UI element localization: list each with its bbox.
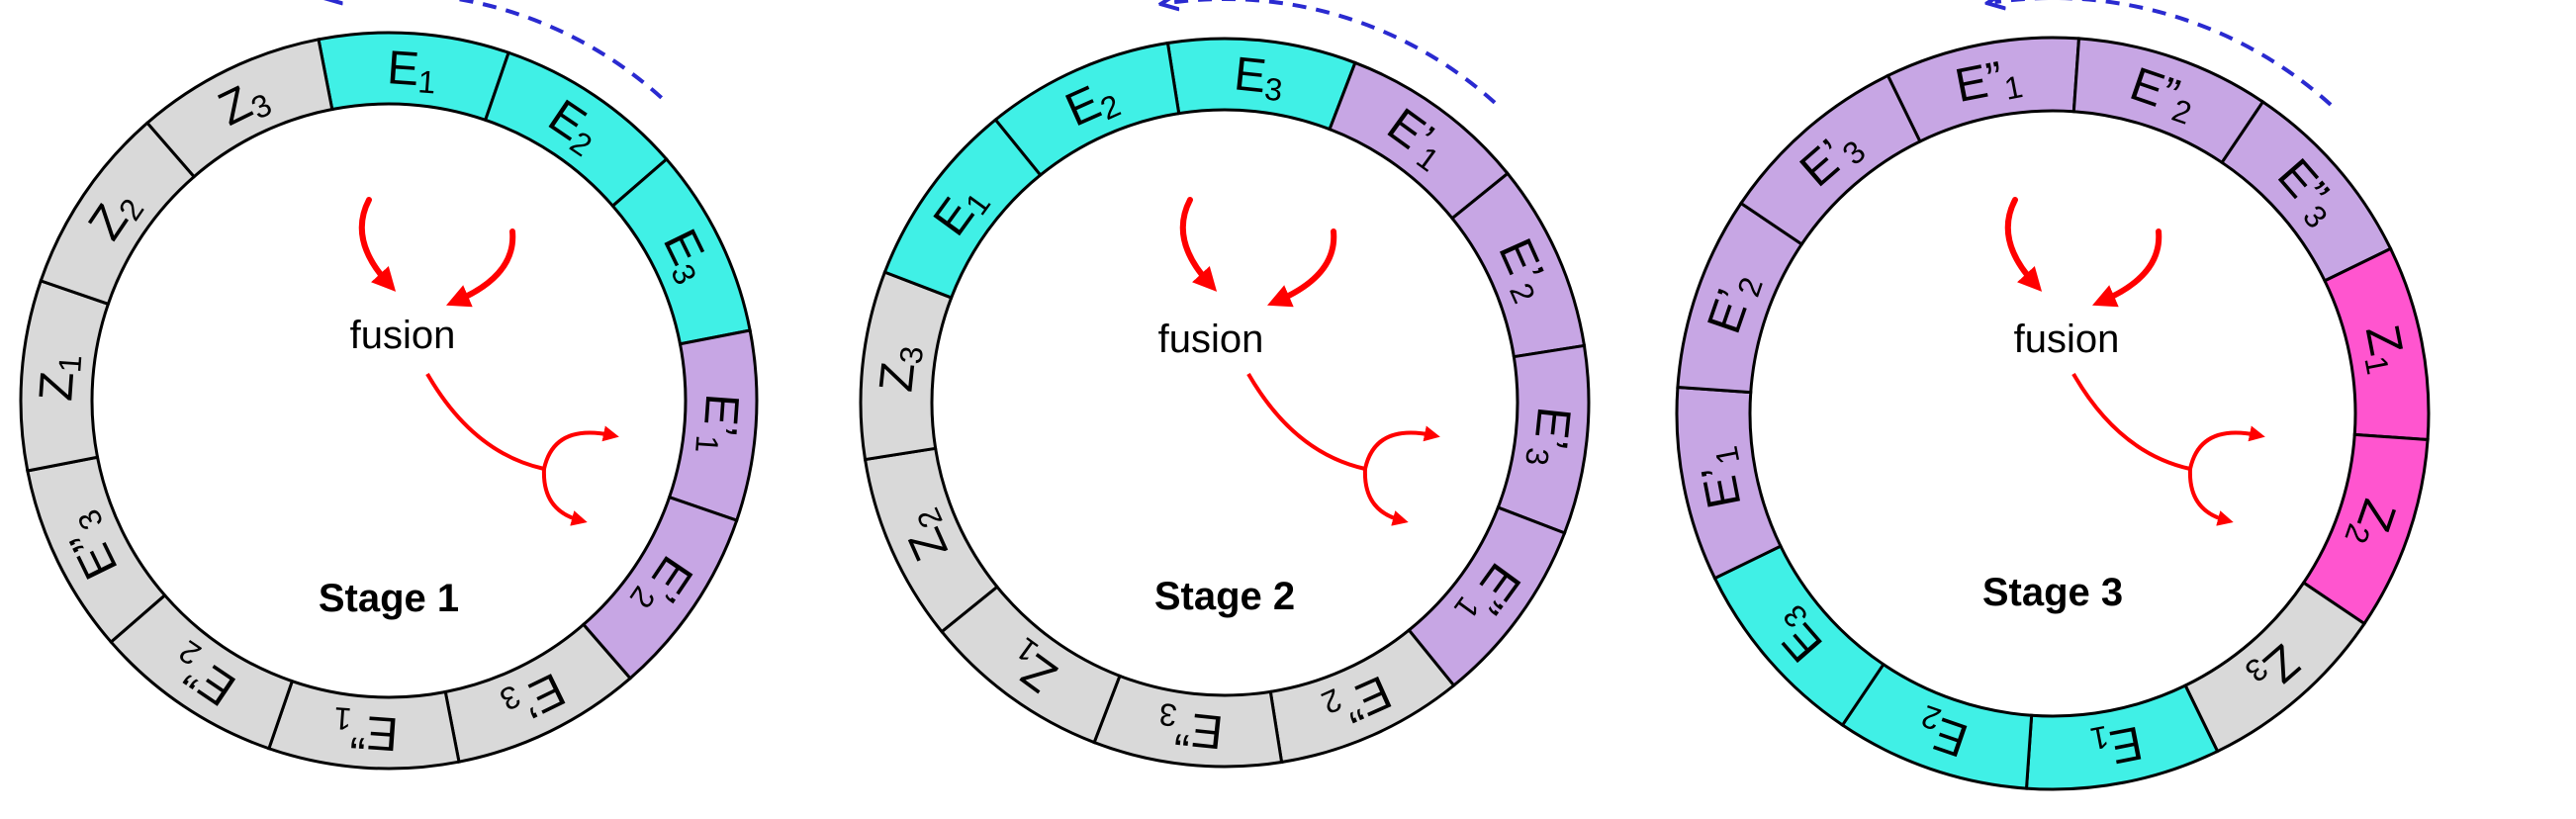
segment-label: E’3 — [1518, 404, 1581, 469]
segment-label: E”1 — [331, 700, 401, 761]
fusion-arrow-left — [358, 197, 397, 292]
fusion-arrow-left — [1179, 197, 1218, 292]
rotation-arrow — [1168, 0, 1497, 105]
split-arrow-down — [541, 467, 588, 526]
fusion-arrow-right — [445, 228, 516, 308]
fusion-label: fusion — [2014, 318, 2120, 361]
segment-label: E”3 — [1155, 696, 1226, 759]
stage-3-label: Stage 3 — [1982, 571, 2123, 614]
fusion-arrow-right — [2091, 228, 2162, 308]
segment-label: E’1 — [1689, 443, 1755, 512]
split-arrow-up — [542, 425, 619, 471]
segment-label: E1 — [385, 42, 438, 101]
ring-segment — [1738, 73, 1922, 246]
rotation-arrow — [332, 0, 664, 100]
split-arrow-stem — [425, 373, 545, 471]
split-arrow-stem — [1246, 373, 1366, 471]
split-arrow-down — [2187, 467, 2234, 526]
fusion-label: fusion — [350, 314, 456, 357]
segment-label: Z3 — [870, 342, 930, 395]
ring-segment — [993, 41, 1181, 178]
rotation-arrow — [1995, 0, 2333, 107]
split-arrow-up — [1363, 425, 1440, 471]
segment-label: Z1 — [30, 352, 89, 403]
stage-2-label: Stage 2 — [1154, 575, 1295, 618]
segment-label: E3 — [1232, 47, 1286, 108]
fusion-arrow-right — [1266, 228, 1337, 308]
stage-1-label: Stage 1 — [319, 577, 459, 620]
split-arrow-up — [2188, 425, 2265, 471]
fusion-label: fusion — [1158, 318, 1264, 361]
split-arrow-down — [1362, 467, 1409, 526]
ring-segment — [144, 38, 334, 179]
fusion-arrow-left — [2004, 197, 2043, 292]
segment-label: E’1 — [689, 392, 749, 455]
split-arrow-stem — [2071, 373, 2191, 471]
